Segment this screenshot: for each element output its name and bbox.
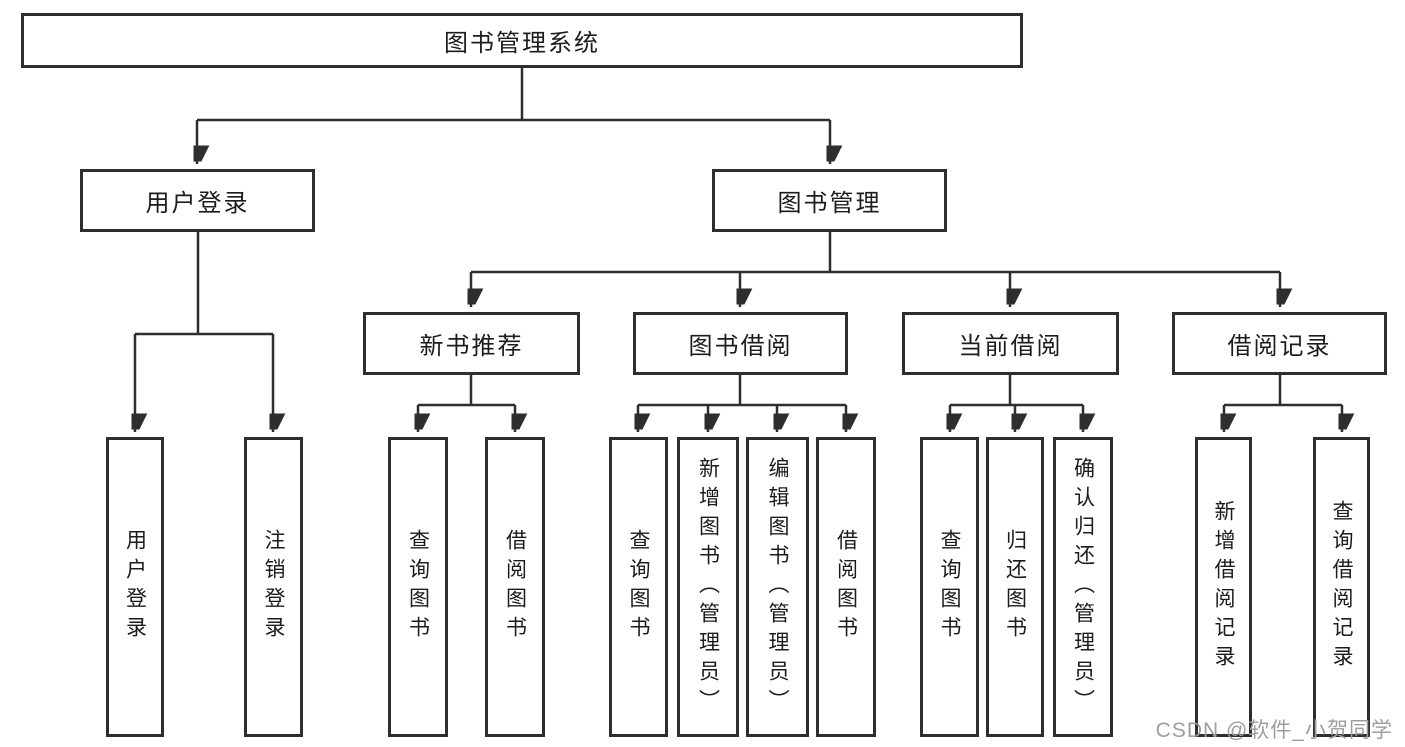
leaf-logout: 注销登录	[244, 437, 303, 737]
leaf-add-borrow-record: 新增借阅记录	[1195, 437, 1252, 737]
node-book-borrowing: 图书借阅	[633, 312, 848, 375]
leaf-add-books-admin: 新增图书（管理员）	[677, 437, 739, 737]
leaf-confirm-return-admin: 确认归还（管理员）	[1053, 437, 1113, 737]
leaf-user-login: 用户登录	[106, 437, 164, 737]
leaf-borrow-books: 借阅图书	[816, 437, 876, 737]
node-user-login: 用户登录	[80, 169, 315, 232]
leaf-query-borrow-record: 查询借阅记录	[1313, 437, 1370, 737]
csdn-watermark: CSDN @软件_小贺同学	[1155, 719, 1393, 742]
leaf-query-books-recommend: 查询图书	[388, 437, 448, 737]
leaf-query-books-current: 查询图书	[920, 437, 979, 737]
leaf-edit-books-admin: 编辑图书（管理员）	[746, 437, 809, 737]
node-library-management-system: 图书管理系统	[21, 13, 1023, 68]
node-borrowing-records: 借阅记录	[1172, 312, 1387, 375]
leaf-borrow-books-recommend: 借阅图书	[485, 437, 545, 737]
leaf-query-books-borrow: 查询图书	[609, 437, 668, 737]
node-current-borrowing: 当前借阅	[902, 312, 1119, 375]
leaf-return-books: 归还图书	[986, 437, 1044, 737]
node-book-management: 图书管理	[712, 169, 947, 232]
node-new-book-recommendation: 新书推荐	[363, 312, 580, 375]
